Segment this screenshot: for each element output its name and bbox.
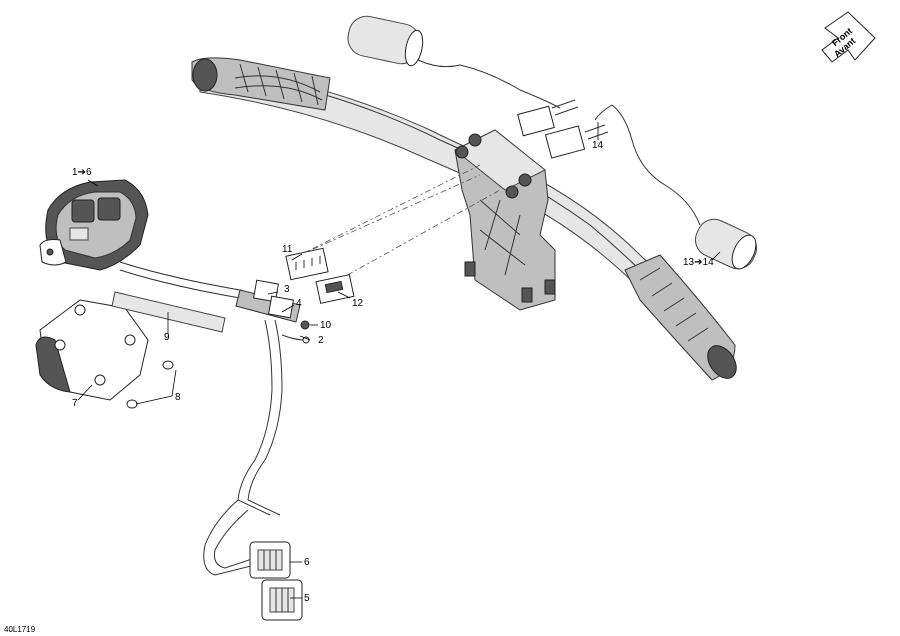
drawing-reference: 40L1719 xyxy=(4,625,36,634)
front-direction-marker: Front Avant xyxy=(821,11,876,63)
handlebar-switch-housing xyxy=(39,179,149,271)
callout-9: 9 xyxy=(164,332,170,343)
callout-11: 11 xyxy=(282,244,293,255)
connector-6 xyxy=(249,541,291,579)
screws-8 xyxy=(126,360,174,409)
callout-8: 8 xyxy=(175,392,181,403)
callout-leaders xyxy=(77,122,721,599)
right-grip xyxy=(624,254,737,381)
callout-12: 12 xyxy=(352,298,364,309)
connector-11 xyxy=(285,247,329,281)
callout-10: 10 xyxy=(320,320,332,331)
left-grip-heater-element xyxy=(347,15,561,109)
callout-14: 14 xyxy=(592,140,604,151)
left-grip xyxy=(191,57,331,111)
upper-connectors xyxy=(517,99,609,159)
connector-12 xyxy=(315,274,355,304)
wiring-harness xyxy=(119,261,306,576)
cover-7 xyxy=(35,299,149,401)
screw-10 xyxy=(300,320,310,330)
callout-6: 6 xyxy=(304,557,310,568)
callout-labels: 1➔6 2 3 4 5 6 7 8 9 10 11 12 13➔14 14 xyxy=(72,140,714,604)
assembly-lines xyxy=(299,164,501,283)
connector-5 xyxy=(261,579,303,621)
callout-2: 2 xyxy=(318,335,324,346)
callout-1-6: 1➔6 xyxy=(72,167,92,178)
sleeve-9 xyxy=(111,291,226,333)
right-grip-heater-element xyxy=(594,104,758,270)
callout-7: 7 xyxy=(72,398,78,409)
callout-4: 4 xyxy=(296,298,302,309)
callout-5: 5 xyxy=(304,593,310,604)
callout-13-14: 13➔14 xyxy=(683,257,714,268)
callout-3: 3 xyxy=(284,284,290,295)
handlebar-riser xyxy=(454,129,556,311)
